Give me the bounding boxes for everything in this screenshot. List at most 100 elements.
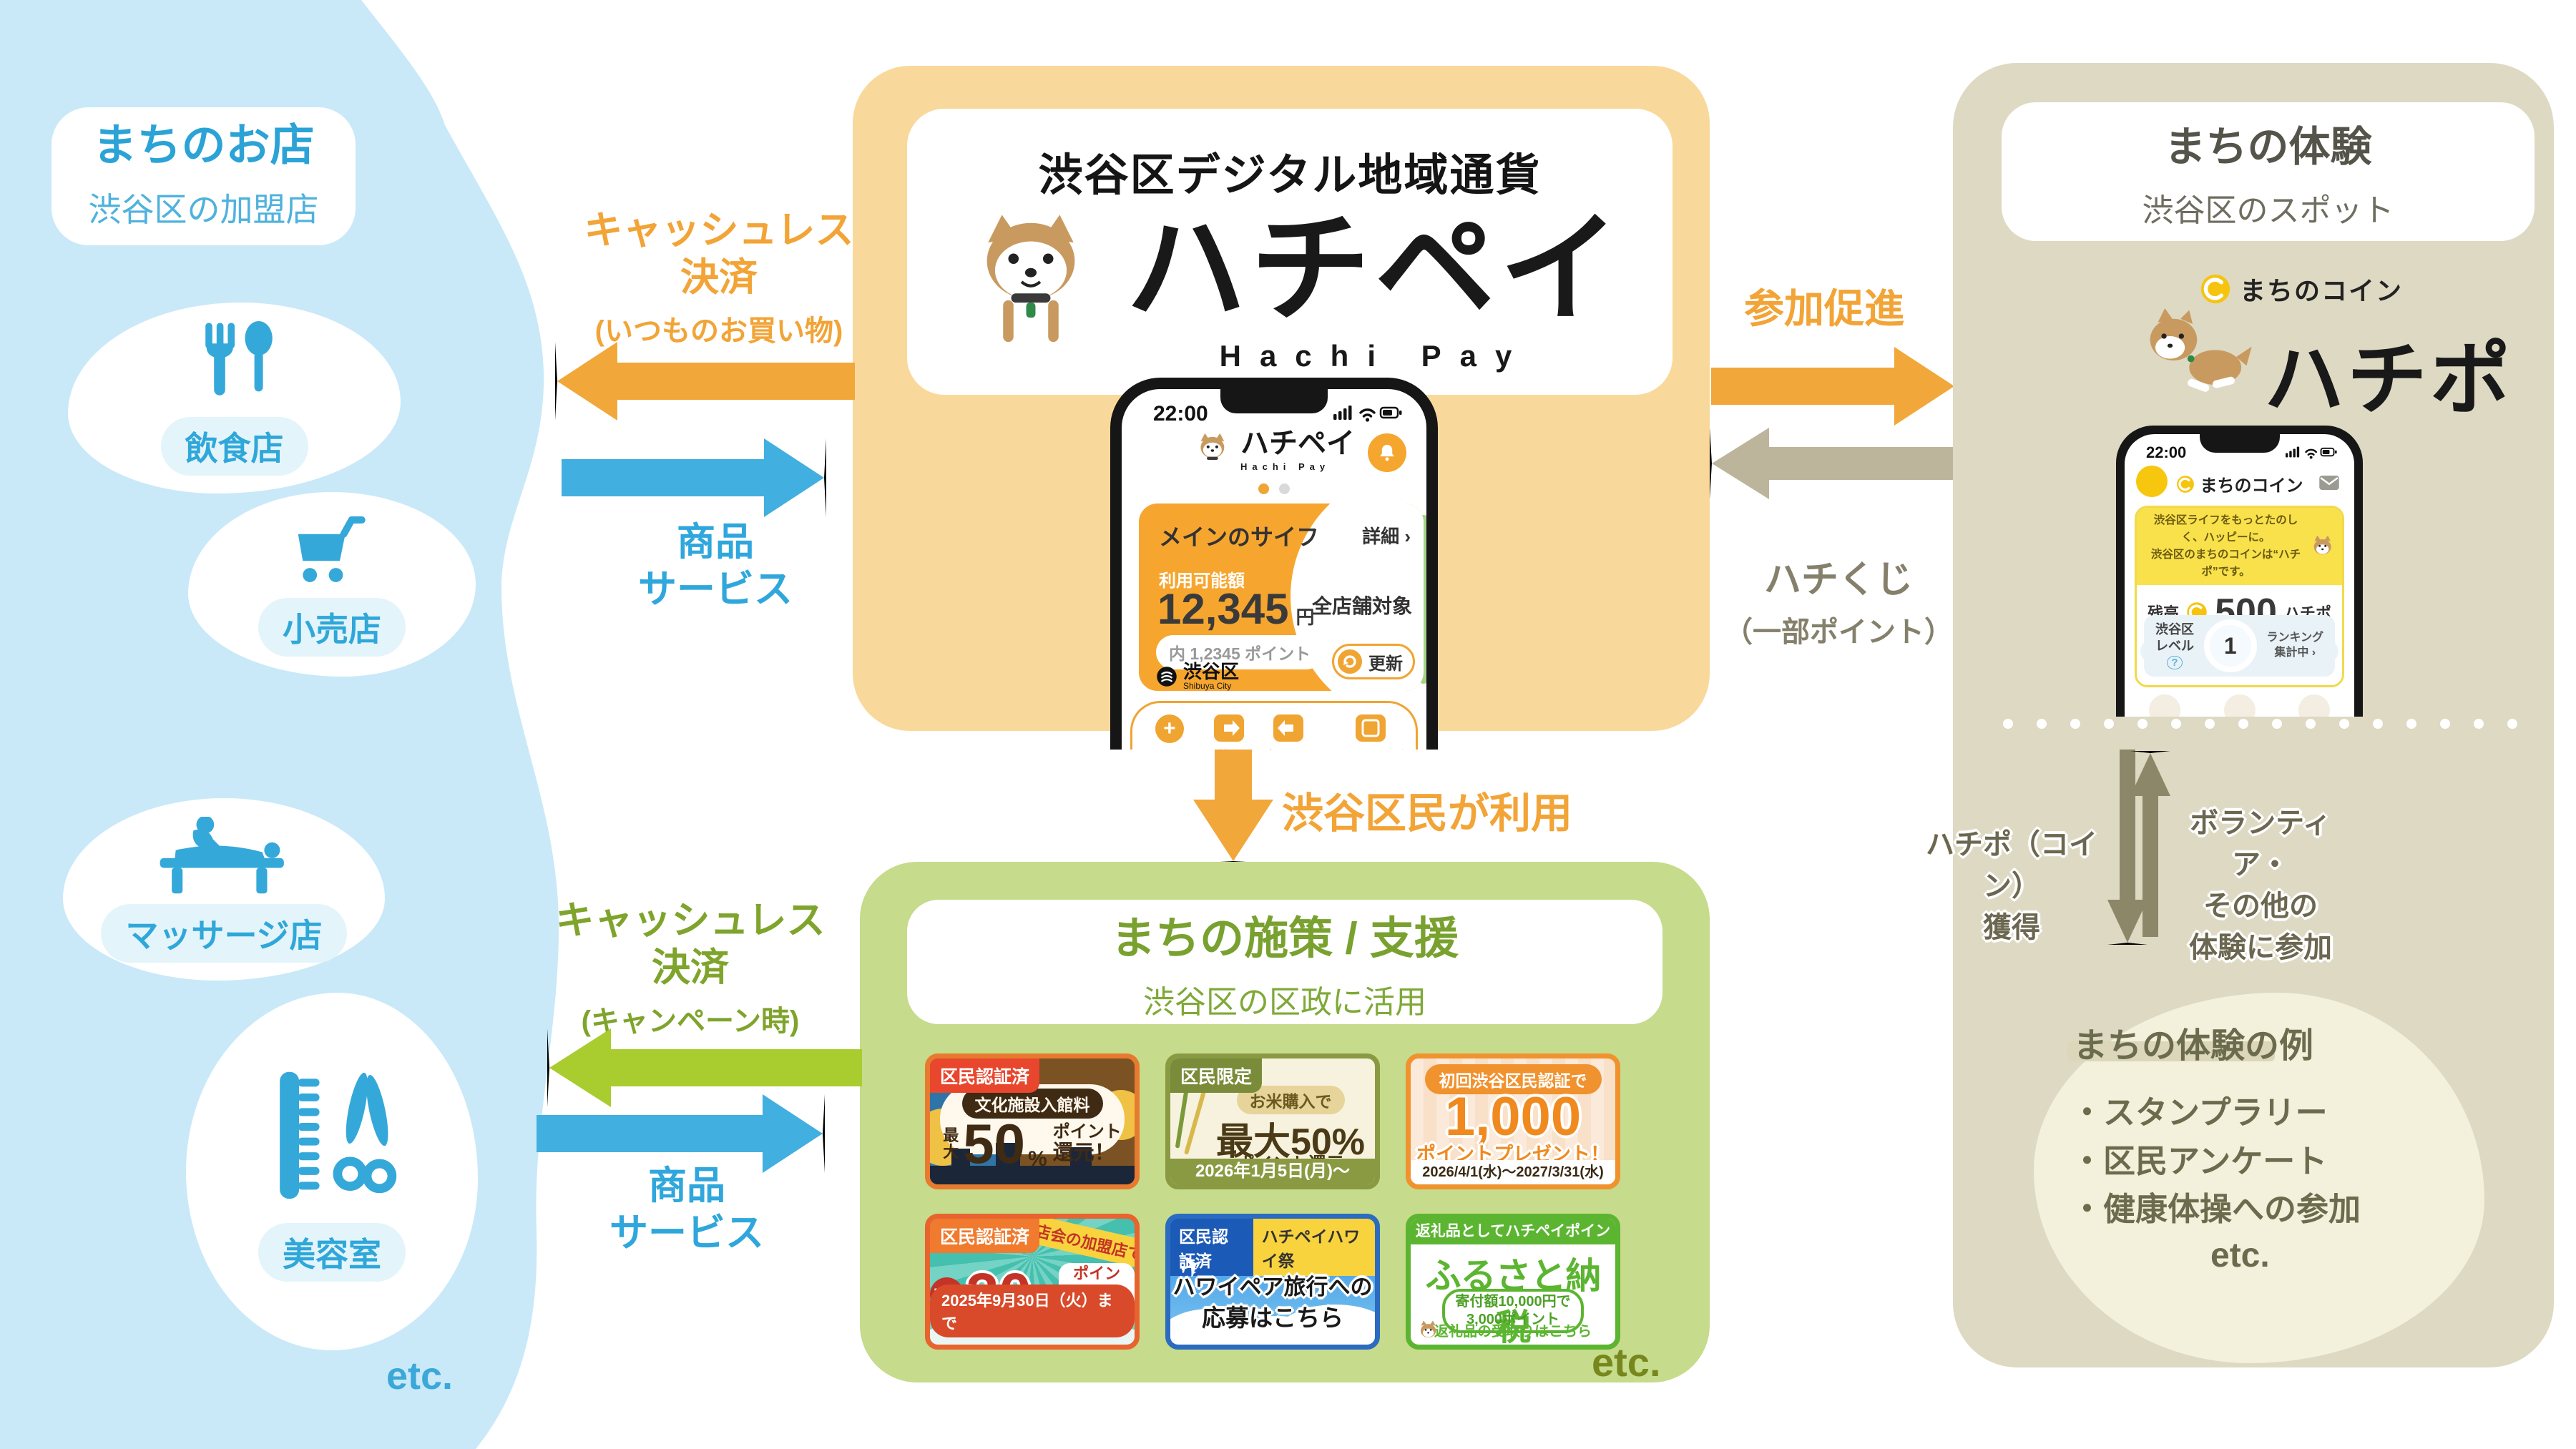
app-dog-icon [1200, 433, 1225, 468]
refresh-button[interactable]: 更新 [1332, 644, 1415, 679]
shortcut-icons-row [2135, 694, 2344, 717]
participation-label: 参加促進 [1744, 286, 1904, 331]
wallet-detail-link[interactable]: 詳細 › [1362, 526, 1411, 547]
policy-title-card: まちの施策 / 支援 渋谷区の区政に活用 [907, 900, 1662, 1024]
arrow-cashless-campaign [547, 1028, 862, 1107]
arrow-citizen-use [1193, 750, 1273, 863]
shop-beauty: 美容室 [186, 993, 478, 1350]
example-item: ・健康体操への参加 [2071, 1191, 2361, 1227]
volunteer-label: ボランティア・その他の体験に参加 [2189, 807, 2332, 963]
shop-restaurant-label: 飲食店 [160, 416, 308, 476]
shops-title-card: まちのお店 渋谷区の加盟店 [52, 107, 356, 245]
hachipo-balance-card: 渋谷区ライフをもっとたのしく、ハッピーに。 渋谷区のまちのコインは“ハチポ”です… [2135, 506, 2344, 687]
examples-list: ・スタンプラリー ・区民アンケート ・健康体操への参加 [2071, 1089, 2361, 1234]
coin-brand-row: まちのコイン [2200, 270, 2403, 308]
nav-send[interactable]: 送る [1213, 714, 1244, 750]
phone-notch [2199, 434, 2280, 453]
shops-etc-label: etc. [386, 1355, 454, 1398]
percent-value: 50 [963, 1112, 1026, 1175]
percent-sign: % [1028, 1147, 1047, 1171]
status-time: 22:00 [2146, 443, 2187, 461]
example-item: ・スタンプラリー [2071, 1094, 2328, 1131]
banner-first-date: 2026/4/1(水)〜2027/3/31(水) [1411, 1160, 1615, 1184]
notifications-button[interactable] [1368, 433, 1406, 472]
send-icon [1213, 714, 1244, 742]
shop-retail-label: 小売店 [258, 598, 406, 657]
building [951, 1149, 970, 1170]
avatar[interactable] [2136, 466, 2168, 497]
hachipay-screen: 22:00 ハチペイ Hachi Pay [1122, 389, 1426, 750]
shop-beauty-label: 美容室 [258, 1223, 406, 1282]
arrow-cashless-to-shops [555, 342, 855, 421]
nav-receive[interactable]: 受け取る [1258, 714, 1318, 750]
notice-line1: 渋谷区ライフをもっとたのしく、ハッピーに。 [2153, 514, 2298, 544]
ward-name-en: Shibuya City [1183, 681, 1232, 691]
coin-brand-header: まちのコイン [2125, 471, 2354, 496]
cashless-top-label: キャッシュレス決済 (いつものお買い物) [584, 209, 854, 347]
banner-rice-badge: 区民限定 [1170, 1058, 1263, 1093]
help-icon[interactable]: ? [2167, 656, 2183, 670]
shortcut-icon[interactable] [2298, 694, 2330, 717]
ranking-label[interactable]: ランキング集計中 › [2266, 632, 2323, 659]
nav-wallet-list[interactable]: サイフ一覧 [1333, 714, 1409, 750]
nav-charge[interactable]: + チャージ [1140, 714, 1199, 750]
available-label: 利用可能額 [1159, 571, 1245, 591]
example-item: ・区民アンケート [2071, 1142, 2328, 1179]
banner-hawaii: ✈ 区民認証済 ハチペイハワイ祭 ハワイペア旅行への 応募はこちら [1165, 1214, 1380, 1350]
main-wallet-card[interactable]: メインのサイフ 詳細 › 利用可能額 12,345 円 内 1,2345 ポイン… [1139, 504, 1424, 691]
banner-rice-pill: お米購入で [1236, 1086, 1345, 1114]
banner-hawaii-badge1: 区民認証済 [1170, 1219, 1253, 1276]
hachipo-dog-mascot [2150, 308, 2252, 392]
ward-name: 渋谷区 [1183, 661, 1240, 682]
mail-icon[interactable] [2318, 474, 2340, 491]
arrow-goods-bottom [537, 1094, 825, 1173]
hachipay-header: 渋谷区デジタル地域通貨 [1038, 151, 1542, 200]
page-dot-active [1258, 483, 1269, 494]
coin-icon [2200, 274, 2230, 304]
fork-spoon-icon [205, 320, 273, 396]
examples-title-highlight [2067, 1041, 2275, 1061]
wallet-list-icon [1356, 714, 1386, 742]
charge-icon: + [1155, 714, 1184, 743]
shop-massage: マッサージ店 [63, 798, 385, 981]
banner-first-value: 1,000 [1444, 1086, 1582, 1147]
building [996, 1143, 1020, 1170]
arrow-volunteer-join [2130, 751, 2170, 937]
massage-icon [160, 816, 284, 893]
balance-amount: 12,345 [1157, 585, 1289, 633]
banner-furusato-footer: 返礼品の受取りはこちら [1434, 1324, 1592, 1340]
banner-shoutengai-date: 2025年9月30日（火）まで [930, 1285, 1135, 1337]
cart-icon [298, 516, 366, 582]
examples-title: まちの体験の例 [2073, 1027, 2314, 1065]
hachipay-logo: ハチペイ [1126, 202, 1624, 336]
shop-retail: 小売店 [188, 492, 476, 677]
policy-title: まちの施策 / 支援 [1111, 914, 1459, 963]
shortcut-icon[interactable] [2223, 694, 2256, 717]
page-dots[interactable] [1122, 483, 1426, 494]
comb-scissors-icon [280, 1071, 397, 1199]
app-logo-row: ハチペイ Hachi Pay [1122, 429, 1426, 472]
app-name: ハチペイ [1240, 428, 1355, 459]
receive-icon [1273, 714, 1304, 742]
hachipay-header-card: 渋谷区デジタル地域通貨 ハチペイ Hachi Pay [907, 109, 1673, 395]
all-stores-label: 全店舗対象 [1311, 595, 1412, 617]
bell-icon [1380, 444, 1394, 461]
policy-etc-label: etc. [1592, 1340, 1661, 1385]
level-value: 1 [2203, 619, 2257, 672]
refresh-label: 更新 [1368, 654, 1403, 674]
goods-bottom-label: 商品サービス [609, 1164, 764, 1254]
experience-title-card: まちの体験 渋谷区のスポット [2002, 102, 2535, 241]
dotted-separator [2003, 719, 2517, 729]
building [1070, 1147, 1092, 1170]
shortcut-icon[interactable] [2149, 694, 2180, 717]
banner-shoutengai-badge: 区民認証済 [930, 1219, 1040, 1253]
page-dot [1279, 483, 1290, 494]
hachipo-screen: 22:00 まちのコイン 渋谷区ライフをもっとたのしく、ハッピーに。 渋谷区のま… [2125, 434, 2354, 717]
hachipay-logo-en: Hachi Pay [1219, 339, 1531, 373]
banner-first: 初回渋谷区民認証で 1,000 ポイントプレゼント！ 2026/4/1(水)〜2… [1406, 1053, 1620, 1189]
mini-dog-icon [1420, 1320, 1436, 1338]
